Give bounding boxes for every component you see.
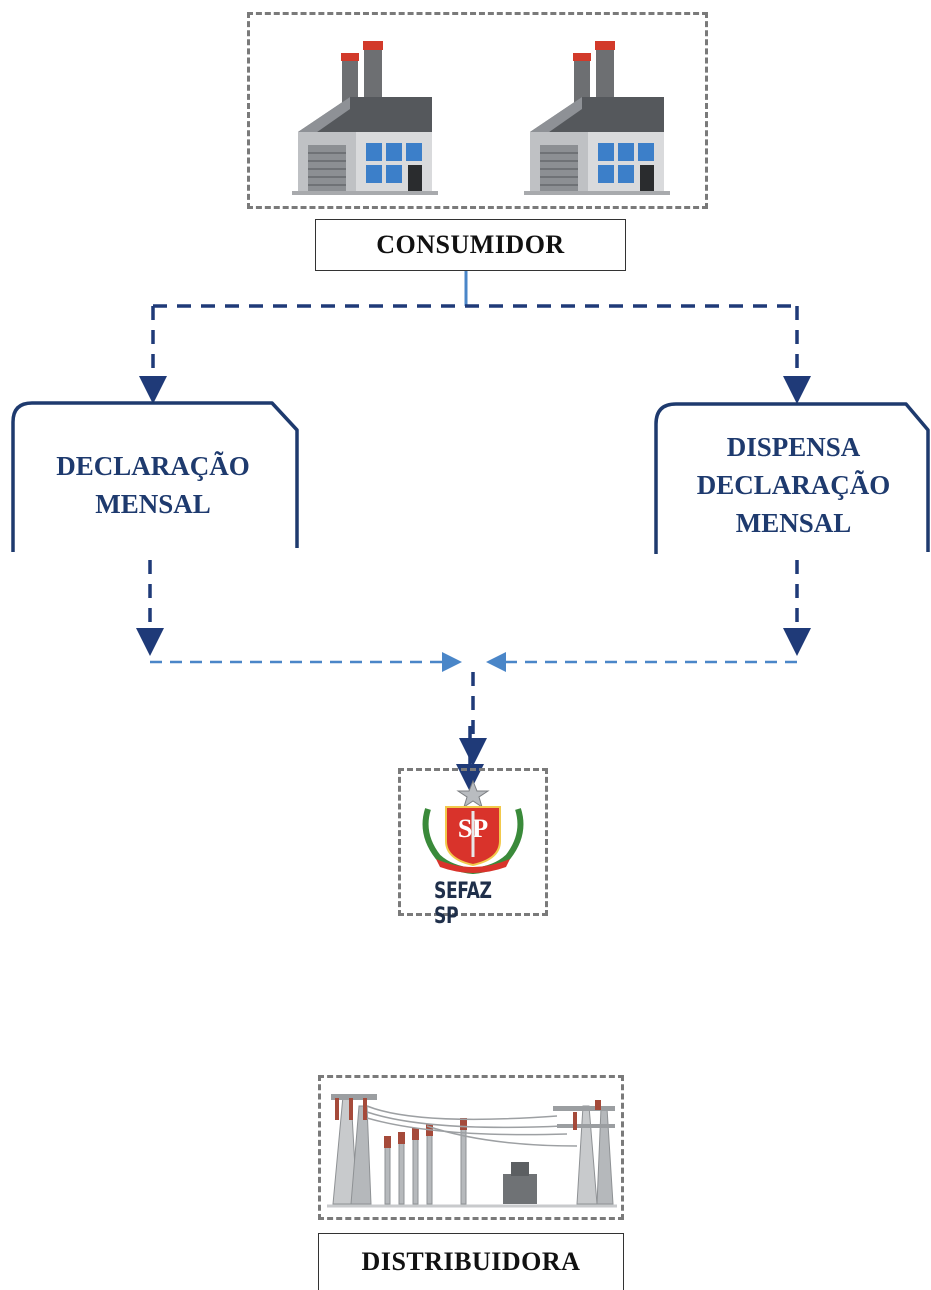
dispensa-line-2: DECLARAÇÃO (696, 470, 891, 500)
factory-icon (524, 41, 670, 195)
sefaz-frame: SP SEFAZ SP (398, 768, 548, 929)
factory-icon (292, 41, 438, 195)
sao-paulo-coat-of-arms-icon: SP (422, 779, 524, 874)
dispensa-line-3: MENSAL (735, 508, 852, 538)
declaracao-label: DECLARAÇÃO MENSAL (13, 440, 293, 530)
declaracao-line-2: MENSAL (95, 489, 211, 519)
distributor-image-frame (318, 1075, 624, 1220)
declaracao-line-1: DECLARAÇÃO (56, 451, 250, 481)
dispensa-line-1: DISPENSA (726, 432, 861, 462)
sefaz-label: SEFAZ SP (434, 879, 492, 929)
declaracao-document-shape (11, 401, 299, 552)
dispensa-label: DISPENSA DECLARAÇÃO MENSAL (656, 425, 931, 545)
consumer-label: CONSUMIDOR (315, 219, 626, 271)
dispensa-document-shape (654, 402, 930, 554)
power-substation-icon (327, 1094, 617, 1208)
distributor-label: DISTRIBUIDORA (318, 1233, 624, 1290)
consumer-image-frame (247, 12, 708, 209)
